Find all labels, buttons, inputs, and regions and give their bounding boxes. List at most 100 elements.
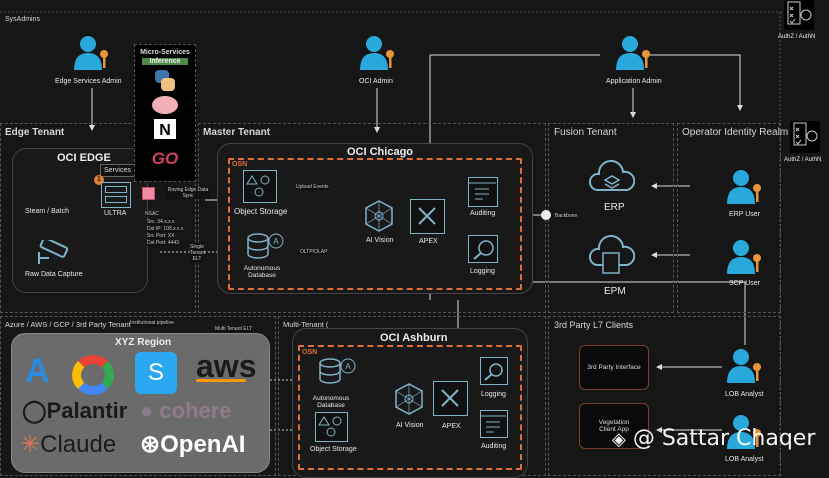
watermark-text: @ Sattar Chaqer xyxy=(632,426,816,451)
erp-user-label: ERP User xyxy=(729,211,760,218)
upload-events-label: Upload Events xyxy=(296,184,329,190)
object-storage-icon[interactable] xyxy=(243,170,277,203)
ai-vision-icon[interactable] xyxy=(362,199,396,238)
ashburn-ai-vision-label: AI Vision xyxy=(396,422,424,429)
scp-user-avatar[interactable] xyxy=(725,238,765,283)
master-tenant-label: Master Tenant xyxy=(203,127,271,138)
ashburn-ai-vision-icon[interactable] xyxy=(392,382,426,421)
auditing-icon[interactable] xyxy=(468,177,498,207)
person-key-icon xyxy=(727,240,761,274)
nsac-dst-port: Dst Port: 4443 xyxy=(147,240,179,246)
microservices-title: Micro-Services xyxy=(140,49,190,56)
apex-icon[interactable] xyxy=(410,199,445,234)
binance-diamond-icon: ◈ xyxy=(612,429,626,450)
app-admin-avatar[interactable] xyxy=(614,34,654,79)
multi-tenant-elt-label: Multi Tenant ELT xyxy=(215,326,253,332)
third-party-clients-label: 3rd Party L7 Clients xyxy=(554,320,634,330)
openai-logo: ⊛OpenAI xyxy=(140,431,246,458)
oci-ashburn-title: OCI Ashburn xyxy=(380,332,448,344)
oci-chicago-title: OCI Chicago xyxy=(347,146,414,158)
ashburn-object-storage-icon[interactable] xyxy=(315,412,348,442)
person-key-icon xyxy=(616,36,650,70)
lob-analyst-label-1: LOB Analyst xyxy=(725,391,764,398)
svg-text:A: A xyxy=(345,362,351,371)
multi-tenant-label: Multi-Tenant ( xyxy=(283,320,329,329)
person-key-icon xyxy=(74,36,108,70)
services-tab[interactable]: Services xyxy=(100,164,136,177)
backbone-icon xyxy=(541,210,551,220)
xyz-region-title: XYZ Region xyxy=(115,337,172,348)
erp-cloud-icon[interactable] xyxy=(588,160,636,203)
lob-analyst-label-2: LOB Analyst xyxy=(725,456,764,463)
edge-admin-avatar[interactable] xyxy=(72,34,112,79)
nats-icon: N xyxy=(154,119,176,139)
autonomous-db-icon[interactable]: A xyxy=(240,228,290,265)
person-key-icon xyxy=(360,36,394,70)
go-icon: GO xyxy=(152,149,178,168)
oci-admin-label: OCI Admin xyxy=(359,78,393,85)
roving-edge-label: Roving Edge Data Sync xyxy=(166,187,210,199)
lob-analyst-avatar-2[interactable] xyxy=(725,413,765,458)
python-icon xyxy=(155,70,175,91)
auth-label: AuthZ / AuthN xyxy=(778,34,816,40)
lob-analyst-avatar-1[interactable] xyxy=(725,347,765,392)
third-party-interface-box[interactable]: 3rd Party Interface xyxy=(579,345,649,390)
ashburn-apex-label: APEX xyxy=(442,423,461,430)
svg-text:N: N xyxy=(159,122,171,139)
ultra-device-icon[interactable] xyxy=(101,182,131,208)
nsac-src: Src: 34.x.x.x xyxy=(147,219,175,225)
camera-icon xyxy=(33,237,73,273)
person-key-icon xyxy=(727,349,761,383)
person-key-icon xyxy=(727,415,761,449)
ai-vision-label: AI Vision xyxy=(366,237,394,244)
ashburn-logging-icon[interactable] xyxy=(480,357,508,385)
shield-logo: S xyxy=(135,352,177,394)
edge-tenant-region xyxy=(0,123,196,313)
blob-icon xyxy=(152,96,178,114)
single-tenant-elt-label: Single Tenant ELT xyxy=(190,244,206,262)
object-storage-label: Object Storage xyxy=(234,207,288,216)
autonomous-db-label: Autonomous Database xyxy=(243,265,281,279)
chicago-osn-box xyxy=(228,158,522,290)
chicago-osn-label: OSN xyxy=(232,161,248,168)
nsac-src-port: Src Port: XX xyxy=(147,233,175,239)
auditing-label: Auditing xyxy=(470,210,496,217)
oci-edge-title: OCI EDGE xyxy=(57,152,111,164)
oci-admin-avatar[interactable] xyxy=(358,34,398,79)
auth-checklist-icon xyxy=(784,0,814,30)
vegetation-client-box[interactable]: Vegetation Client App xyxy=(579,403,649,449)
ashburn-autonomous-db-icon[interactable]: A xyxy=(312,353,362,390)
section-sysadmins: SysAdmins xyxy=(5,16,41,23)
oltp-olap-label: OLTP/OLAP xyxy=(300,249,328,255)
edge-admin-label: Edge Services Admin xyxy=(55,78,122,85)
edge-tenant-label: Edge Tenant xyxy=(5,127,65,138)
logging-label: Logging xyxy=(470,268,495,275)
third-party-tenant-label: Azure / AWS / GCP / 3rd Party Tenant xyxy=(5,320,131,329)
fusion-tenant-label: Fusion Tenant xyxy=(554,127,617,138)
microservices-panel: Micro-Services Inference N GO xyxy=(134,44,196,182)
erp-user-avatar[interactable] xyxy=(725,168,765,213)
inference-badge: Inference xyxy=(142,58,188,65)
epm-label: EPM xyxy=(604,286,626,297)
scp-user-label: SCP User xyxy=(729,280,760,287)
auth-checklist-icon xyxy=(790,121,820,153)
erp-label: ERP xyxy=(604,202,625,213)
ashburn-object-storage-label: Object Storage xyxy=(310,446,357,453)
watermark: ◈ @ Sattar Chaqer xyxy=(612,426,815,451)
epm-cloud-icon[interactable] xyxy=(588,235,636,284)
institutional-pipeline-label: Institutional pipeline xyxy=(130,320,174,326)
claude-logo: ✳Claude xyxy=(20,431,117,458)
app-admin-label: Application Admin xyxy=(606,78,662,85)
logging-icon[interactable] xyxy=(468,235,498,263)
ashburn-logging-label: Logging xyxy=(481,391,506,398)
ashburn-apex-icon[interactable] xyxy=(433,381,468,416)
cohere-logo: ● cohere xyxy=(140,398,232,423)
nsac-dst-ip: Dst IP: 108.x.x.x xyxy=(147,226,184,232)
ultra-label: ULTRA xyxy=(104,210,127,217)
gcp-logo xyxy=(72,355,114,395)
svg-text:A: A xyxy=(273,237,279,246)
nsac-label: NSAC xyxy=(145,211,159,217)
ashburn-auditing-label: Auditing xyxy=(481,443,507,450)
step-badge: 1 xyxy=(94,175,104,185)
ashburn-auditing-icon[interactable] xyxy=(480,410,508,438)
